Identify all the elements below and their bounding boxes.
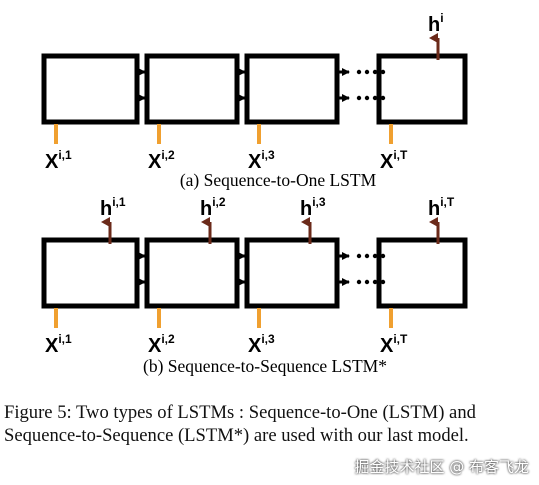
ellipsis-dot: [380, 95, 386, 101]
watermark: 掘金技术社区 @ 布客飞龙: [354, 458, 529, 476]
ellipsis-dot: [372, 253, 378, 259]
input-label-2: Xi,2: [148, 148, 175, 173]
output-label-4-superscript: i,T: [440, 195, 455, 209]
ellipsis-dot: [380, 279, 386, 285]
lstm-cell-3: [244, 53, 340, 125]
input-label-4-superscript: i,T: [393, 332, 408, 346]
lstm-cell-2: [144, 237, 240, 309]
input-label-2-superscript: i,2: [161, 332, 175, 346]
input-label-3: Xi,3: [248, 332, 275, 357]
output-label-3-base: h: [300, 198, 312, 220]
output-label-4-base: h: [428, 198, 440, 220]
output-label-1: hi,1: [100, 195, 126, 220]
input-label-1-superscript: i,1: [58, 332, 72, 346]
ellipsis-dot: [364, 95, 370, 101]
output-label-1-superscript: i: [440, 11, 443, 25]
input-label-3-base: X: [248, 335, 262, 357]
output-label-4: hi,T: [428, 195, 455, 220]
input-label-4-base: X: [380, 335, 394, 357]
ellipsis-dot: [356, 69, 362, 75]
input-label-4: Xi,T: [380, 332, 408, 357]
output-label-3-superscript: i,3: [312, 195, 326, 209]
input-label-2-base: X: [148, 151, 162, 173]
lstm-cell-3: [244, 237, 340, 309]
output-label-3: hi,3: [300, 195, 326, 220]
output-label-1: hi: [428, 11, 444, 36]
input-label-3: Xi,3: [248, 148, 275, 173]
input-label-1: Xi,1: [45, 332, 72, 357]
ellipsis-dot: [356, 253, 362, 259]
output-label-2-superscript: i,2: [212, 195, 226, 209]
figure-caption: Figure 5: Two types of LSTMs : Sequence-…: [4, 402, 476, 446]
input-label-4-superscript: i,T: [393, 148, 408, 162]
output-label-2-base: h: [200, 198, 212, 220]
caption-sequence-to-sequence: (b) Sequence-to-Sequence LSTM*: [143, 356, 387, 376]
lstm-cell-4: [376, 53, 468, 125]
lstm-cell-1: [41, 237, 140, 309]
ellipsis-dot: [372, 279, 378, 285]
output-label-1-superscript: i,1: [112, 195, 126, 209]
input-label-3-superscript: i,3: [261, 332, 275, 346]
ellipsis-dot: [364, 253, 370, 259]
ellipsis-dot: [372, 95, 378, 101]
ellipsis-dot: [380, 253, 386, 259]
input-label-3-superscript: i,3: [261, 148, 275, 162]
lstm-cell-4: [376, 237, 468, 309]
input-label-1-base: X: [45, 335, 59, 357]
input-label-1: Xi,1: [45, 148, 72, 173]
input-label-4-base: X: [380, 151, 394, 173]
input-label-4: Xi,T: [380, 148, 408, 173]
ellipsis-dot: [364, 279, 370, 285]
caption-sequence-to-one: (a) Sequence-to-One LSTM: [180, 170, 377, 190]
output-label-1-base: h: [100, 198, 112, 220]
ellipsis-dot: [380, 69, 386, 75]
input-label-3-base: X: [248, 151, 262, 173]
input-label-2-superscript: i,2: [161, 148, 175, 162]
lstm-cell-1: [41, 53, 140, 125]
ellipsis-dot: [364, 69, 370, 75]
input-label-1-base: X: [45, 151, 59, 173]
output-label-2: hi,2: [200, 195, 226, 220]
output-label-1-base: h: [428, 14, 440, 36]
ellipsis-dot: [356, 95, 362, 101]
input-label-2: Xi,2: [148, 332, 175, 357]
input-label-2-base: X: [148, 335, 162, 357]
ellipsis-dot: [372, 69, 378, 75]
input-label-1-superscript: i,1: [58, 148, 72, 162]
ellipsis-dot: [356, 279, 362, 285]
lstm-cell-2: [144, 53, 240, 125]
